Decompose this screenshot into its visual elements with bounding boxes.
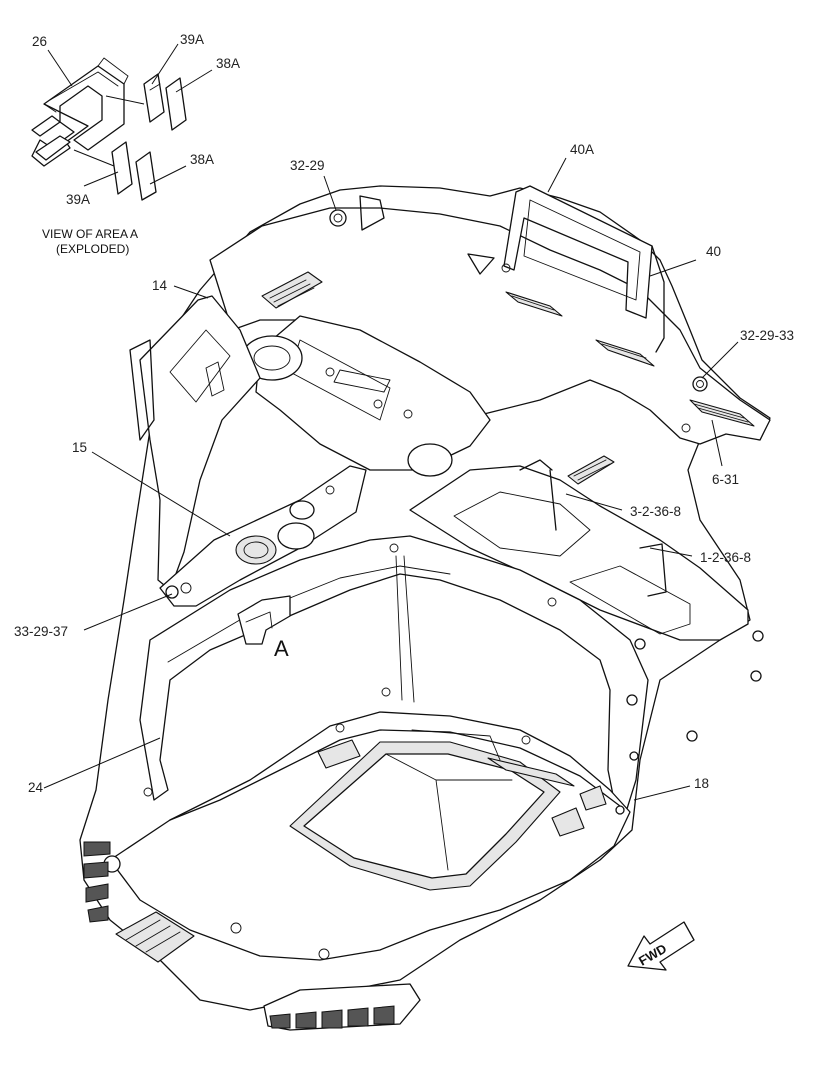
- dome-light: [235, 535, 277, 565]
- part-38a-clip-top: [165, 77, 187, 131]
- label-26: 26: [32, 34, 47, 49]
- fastener-32-29-33: [692, 376, 708, 392]
- exploded-view-inset: [31, 43, 213, 201]
- loose-nut-1: [752, 630, 764, 642]
- label-18: 18: [694, 776, 709, 791]
- part-39a-clip-bottom: [111, 141, 133, 195]
- air-vent-center: [505, 291, 563, 317]
- bottom-rib-strip: [263, 983, 421, 1031]
- label-32-29-33: 32-29-33: [740, 328, 794, 343]
- front-grille: [115, 911, 195, 963]
- part-15-console: [159, 465, 367, 607]
- part-3-2-36-8-vent: [567, 455, 615, 485]
- label-32-29: 32-29: [290, 158, 325, 173]
- label-15: 15: [72, 440, 87, 455]
- label-1-2-36-8: 1-2-36-8: [700, 550, 751, 565]
- label-38a-bottom: 38A: [190, 152, 214, 167]
- cab-roof-assembly: [79, 185, 771, 1031]
- label-39a-bottom: 39A: [66, 192, 90, 207]
- label-3-2-36-8: 3-2-36-8: [630, 504, 681, 519]
- fastener-32-29: [329, 209, 347, 227]
- label-24: 24: [28, 780, 44, 795]
- speaker-right: [407, 443, 453, 477]
- part-26-bracket: [31, 65, 125, 167]
- part-6-31-vent: [689, 399, 755, 427]
- loose-nut-3: [686, 730, 698, 742]
- air-vent-right: [595, 339, 655, 367]
- part-39a-clip-top: [143, 73, 165, 123]
- part-14-side-trim: [139, 295, 261, 591]
- label-38a-top: 38A: [216, 56, 240, 71]
- label-area-a: A: [274, 636, 289, 661]
- inset-caption-line2: (EXPLODED): [56, 242, 129, 256]
- label-40: 40: [706, 244, 721, 259]
- forward-arrow-icon: FWD: [627, 921, 695, 971]
- left-rib-steps: [83, 841, 111, 923]
- label-14: 14: [152, 278, 168, 293]
- callout-labels: 26 39A 38A 38A 39A VIEW OF AREA A (EXPLO…: [14, 32, 794, 795]
- label-33-29-37: 33-29-37: [14, 624, 68, 639]
- rear-inner-wall: [255, 315, 491, 471]
- part-40a-panel: [503, 185, 653, 319]
- leader-lines: [43, 157, 739, 801]
- label-39a-top: 39A: [180, 32, 204, 47]
- part-38a-clip-bottom: [135, 151, 157, 201]
- label-6-31: 6-31: [712, 472, 739, 487]
- label-40a: 40A: [570, 142, 594, 157]
- inset-caption-line1: VIEW OF AREA A: [42, 227, 138, 241]
- roof-hatch-opening: [303, 753, 545, 879]
- loose-nut-2: [750, 670, 762, 682]
- area-a-bracket: [237, 595, 291, 645]
- air-vent-left: [261, 271, 323, 309]
